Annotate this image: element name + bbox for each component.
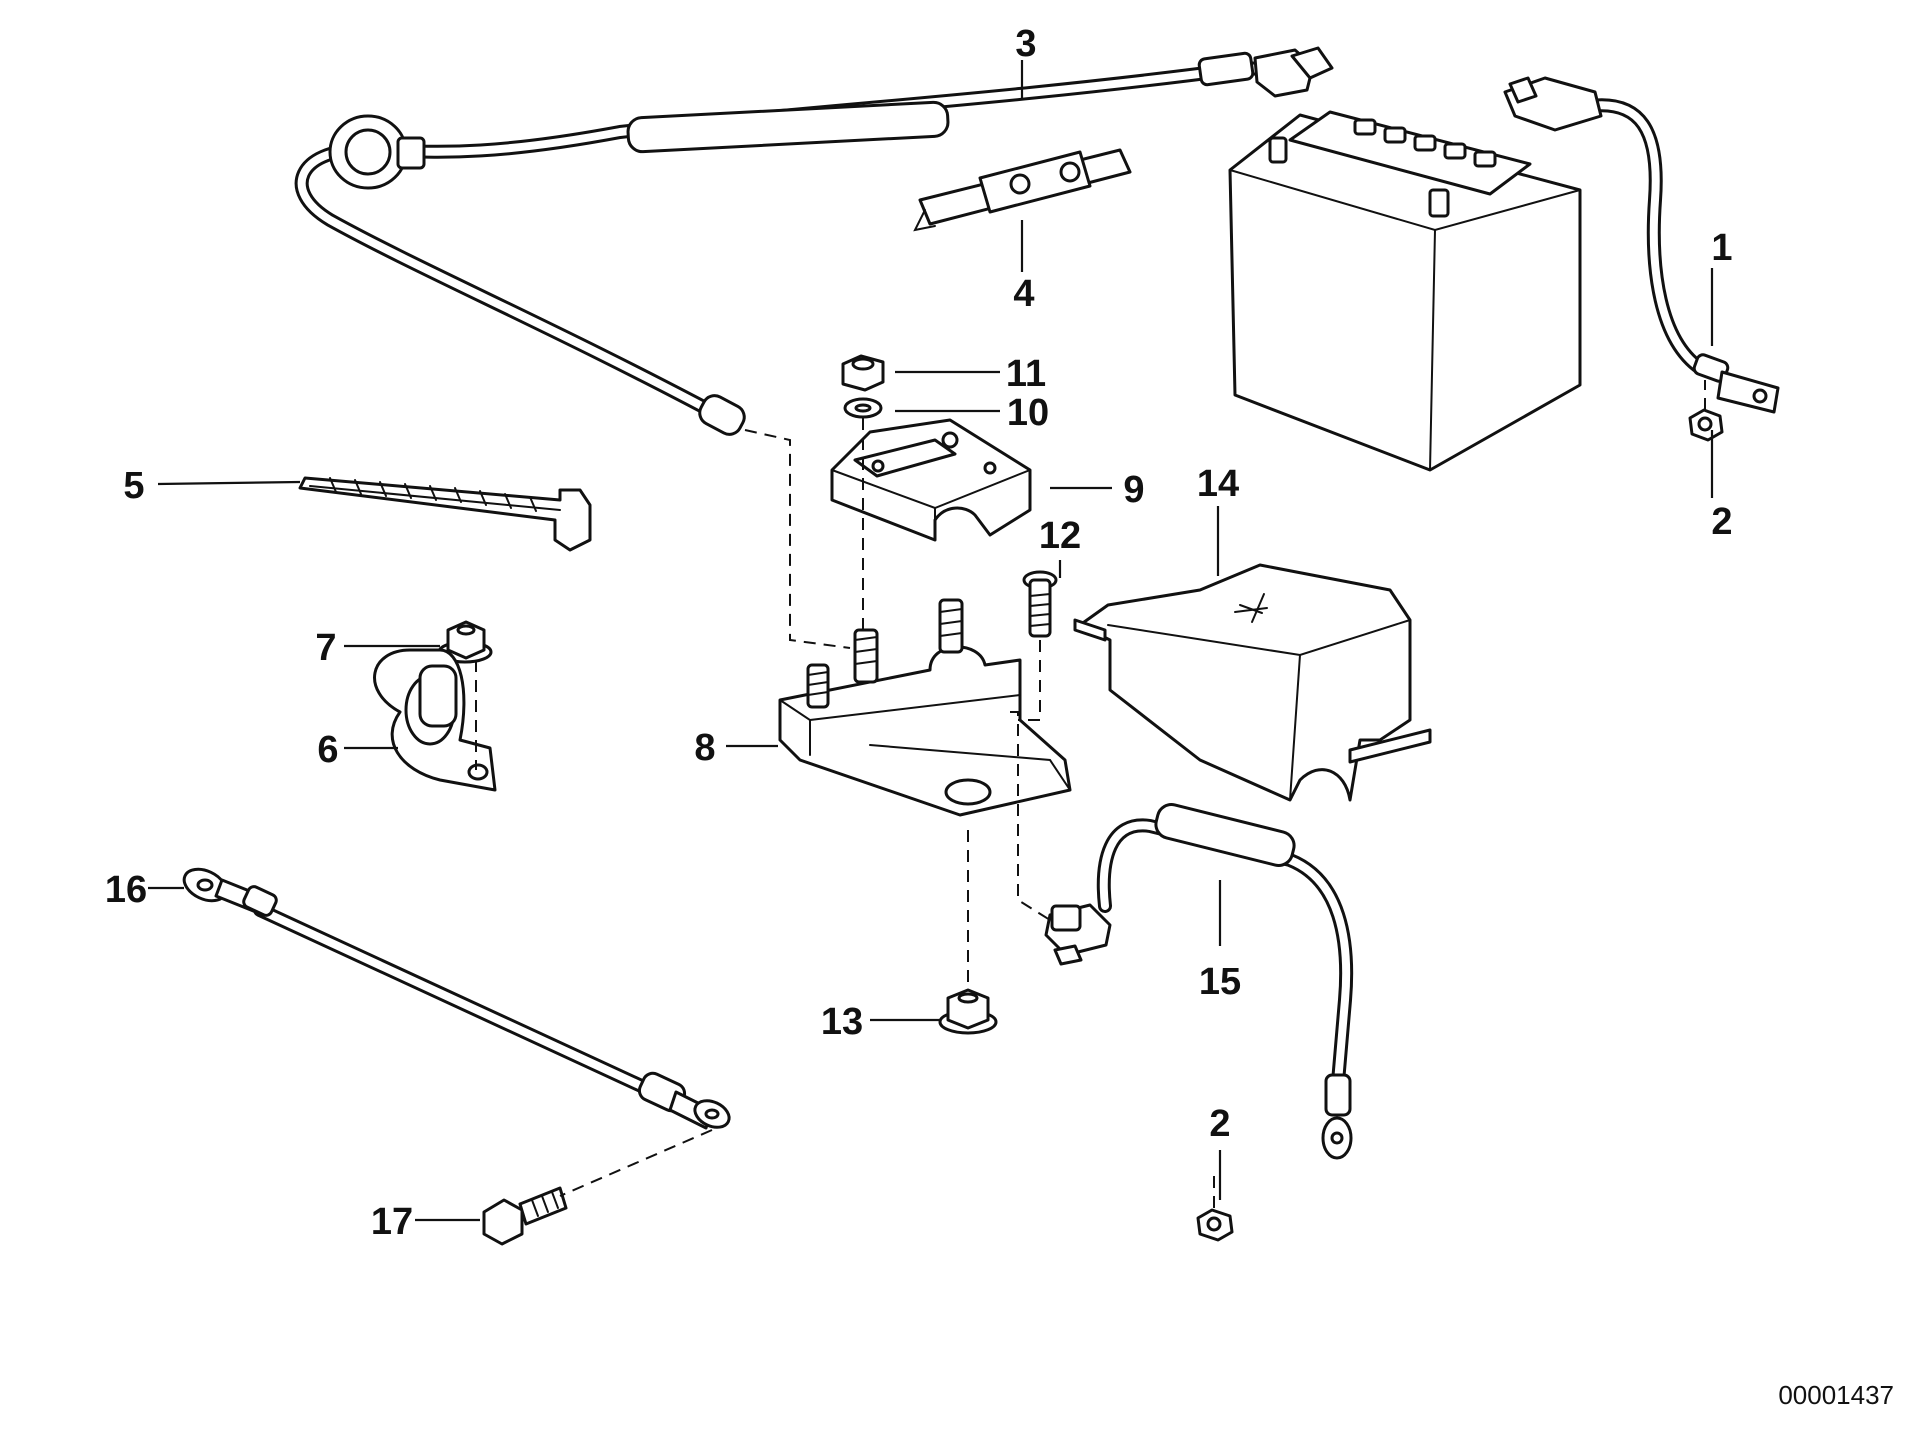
callout-16: 16 bbox=[105, 869, 147, 911]
callout-6: 6 bbox=[317, 729, 338, 771]
nut-part-11 bbox=[841, 354, 885, 392]
terminal-bracket-part-8 bbox=[778, 598, 1072, 817]
flange-nut-part-7 bbox=[437, 620, 493, 664]
callout-5: 5 bbox=[123, 465, 144, 507]
callout-15: 15 bbox=[1199, 961, 1241, 1003]
callout-8: 8 bbox=[694, 727, 715, 769]
document-number: 00001437 bbox=[1778, 1380, 1894, 1410]
cable-strip-part-5 bbox=[298, 476, 592, 552]
callout-7: 7 bbox=[315, 627, 336, 669]
callout-leaders bbox=[148, 60, 1714, 1222]
callout-12: 12 bbox=[1039, 515, 1081, 557]
callout-4: 4 bbox=[1013, 273, 1034, 315]
callout-14: 14 bbox=[1197, 463, 1239, 505]
grommet bbox=[328, 114, 426, 190]
callout-10: 10 bbox=[1007, 392, 1049, 434]
battery-cable-part-3 bbox=[294, 46, 1334, 436]
ground-cable-part-1 bbox=[1503, 76, 1780, 414]
battery bbox=[1228, 110, 1582, 472]
callout-2-upper: 2 bbox=[1711, 501, 1732, 543]
assembly-guide-lines bbox=[475, 380, 1706, 1208]
callout-9: 9 bbox=[1123, 469, 1144, 511]
callout-17: 17 bbox=[371, 1201, 413, 1243]
callout-3: 3 bbox=[1015, 23, 1036, 65]
callout-11: 11 bbox=[1006, 353, 1046, 395]
callout-13: 13 bbox=[821, 1001, 863, 1043]
battery-cover-part-14 bbox=[1073, 563, 1432, 802]
fuse-holder-part-4 bbox=[913, 148, 1132, 232]
callout-labels: 1 2 3 4 5 6 7 8 9 10 11 12 13 14 15 16 1… bbox=[105, 23, 1733, 1243]
callout-1: 1 bbox=[1711, 227, 1732, 269]
battery-cell-caps bbox=[1353, 118, 1497, 168]
nut-part-2-upper bbox=[1688, 408, 1724, 442]
bolt-part-12 bbox=[1022, 570, 1058, 638]
bolt-part-17 bbox=[482, 1186, 568, 1246]
callout-2-lower: 2 bbox=[1209, 1103, 1230, 1145]
cable-part-15 bbox=[1044, 803, 1354, 1160]
cable-clip-part-6 bbox=[373, 648, 497, 792]
nut-part-2-lower bbox=[1196, 1208, 1234, 1242]
flange-nut-part-13 bbox=[938, 988, 998, 1035]
ground-strap-part-16 bbox=[182, 867, 731, 1130]
terminal-cover-part-9 bbox=[830, 418, 1032, 542]
washer-part-10 bbox=[843, 397, 883, 419]
